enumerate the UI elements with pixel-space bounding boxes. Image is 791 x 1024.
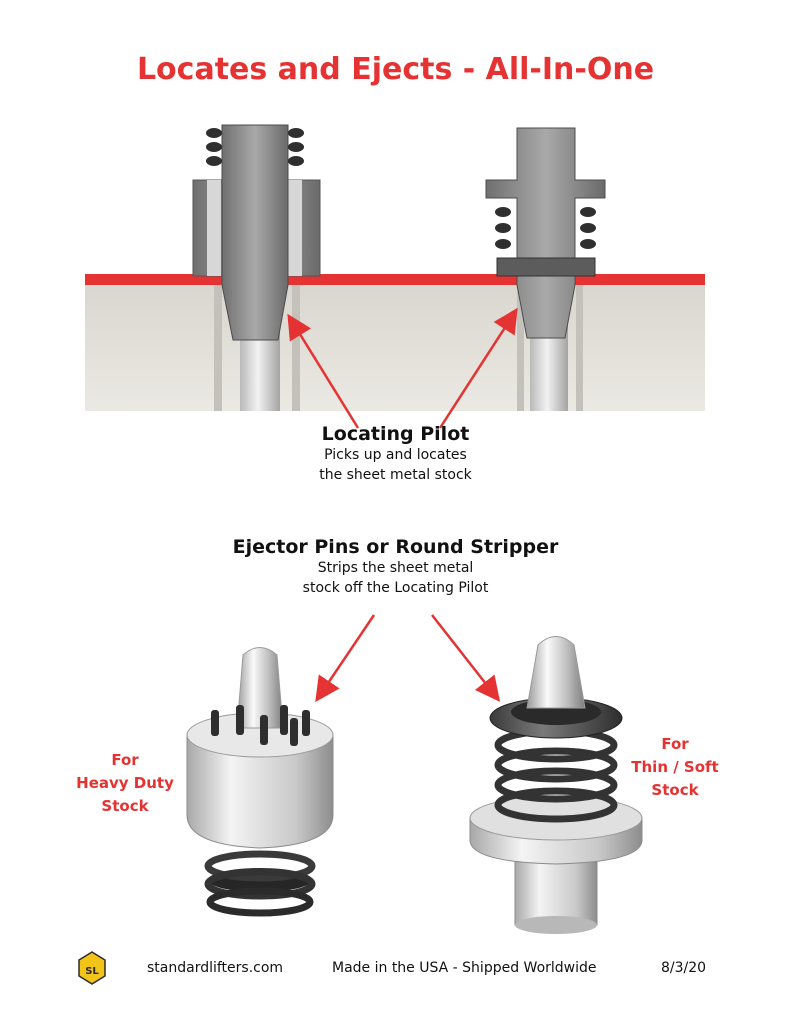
heavy-duty-pilot-product [186, 647, 334, 917]
right-pilot-assembly [485, 127, 606, 411]
thin-soft-label-line-1: For [661, 735, 689, 753]
locating-pilot-line-2: the sheet metal stock [319, 467, 472, 483]
thin-soft-label-line-3: Stock [651, 781, 699, 799]
die-plate [85, 283, 705, 411]
left-pilot-assembly [192, 124, 321, 411]
standard-lifters-logo [78, 951, 106, 985]
thin-soft-label: For Thin / Soft Stock [610, 733, 740, 802]
heavy-duty-label: For Heavy Duty Stock [60, 749, 190, 818]
footer-website[interactable]: standardlifters.com [147, 960, 284, 976]
footer-date: 8/3/20 [661, 960, 707, 976]
pointer-arrow-right-pilot [438, 307, 518, 429]
ejector-caption: Ejector Pins or Round Stripper Strips th… [0, 536, 791, 598]
ejector-line-2: stock off the Locating Pilot [302, 580, 489, 596]
round-stripper-pilot-product [469, 636, 643, 934]
page-title: Locates and Ejects - All-In-One [136, 52, 655, 87]
heavy-duty-label-line-3: Stock [101, 797, 149, 815]
logo-text: SL [85, 966, 99, 977]
locating-pilot-caption: Locating Pilot Picks up and locates the … [0, 423, 791, 485]
footer-tagline: Made in the USA - Shipped Worldwide [332, 960, 597, 976]
ejector-heading: Ejector Pins or Round Stripper [232, 536, 559, 558]
thin-soft-label-line-2: Thin / Soft [631, 758, 719, 776]
heavy-duty-label-line-2: Heavy Duty [76, 774, 174, 792]
heavy-duty-label-line-1: For [111, 751, 139, 769]
pointer-arrow-round-stripper [431, 614, 501, 702]
pointer-arrow-left-pilot [287, 313, 360, 429]
ejector-line-1: Strips the sheet metal [317, 560, 474, 576]
locating-pilot-line-1: Picks up and locates [324, 447, 467, 463]
sheet-metal-strip [85, 274, 705, 285]
locating-pilot-heading: Locating Pilot [321, 423, 470, 445]
pointer-arrow-ejector-pins [315, 614, 376, 703]
